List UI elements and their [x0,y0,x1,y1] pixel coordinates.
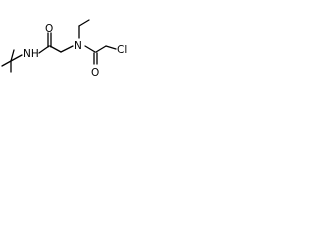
chemical-structure-diagram: NH O N O Cl [1,19,127,79]
amide-oxygen-label: O [45,23,53,35]
bond-n-to-chloroacetyl-carbonyl [84,45,96,53]
bond-tbu-methyl-left [1,60,12,67]
chloroacetyl-oxygen-label: O [91,67,99,79]
chloroacetyl-group [84,45,117,65]
bond-carbonyl-to-ch2cl [95,45,107,53]
nh-label: NH [23,48,39,60]
bond-tbu-methyl-up [10,49,15,62]
tertiary-n-label: N [74,40,82,52]
chlorine-label: Cl [117,44,127,56]
bond-carbonyl-to-ch2 [49,45,62,53]
amide-carbonyl-group [38,32,74,54]
bond-nh-to-carbonyl [38,45,50,54]
ethyl-group [78,19,90,39]
bond-ch2-to-n [60,45,74,53]
bond-tbu-to-nh [10,54,23,62]
tert-butyl-group [1,49,23,73]
bond-ethyl-ch2-to-ch3 [78,19,90,27]
bond-ch2-to-cl [105,45,117,50]
